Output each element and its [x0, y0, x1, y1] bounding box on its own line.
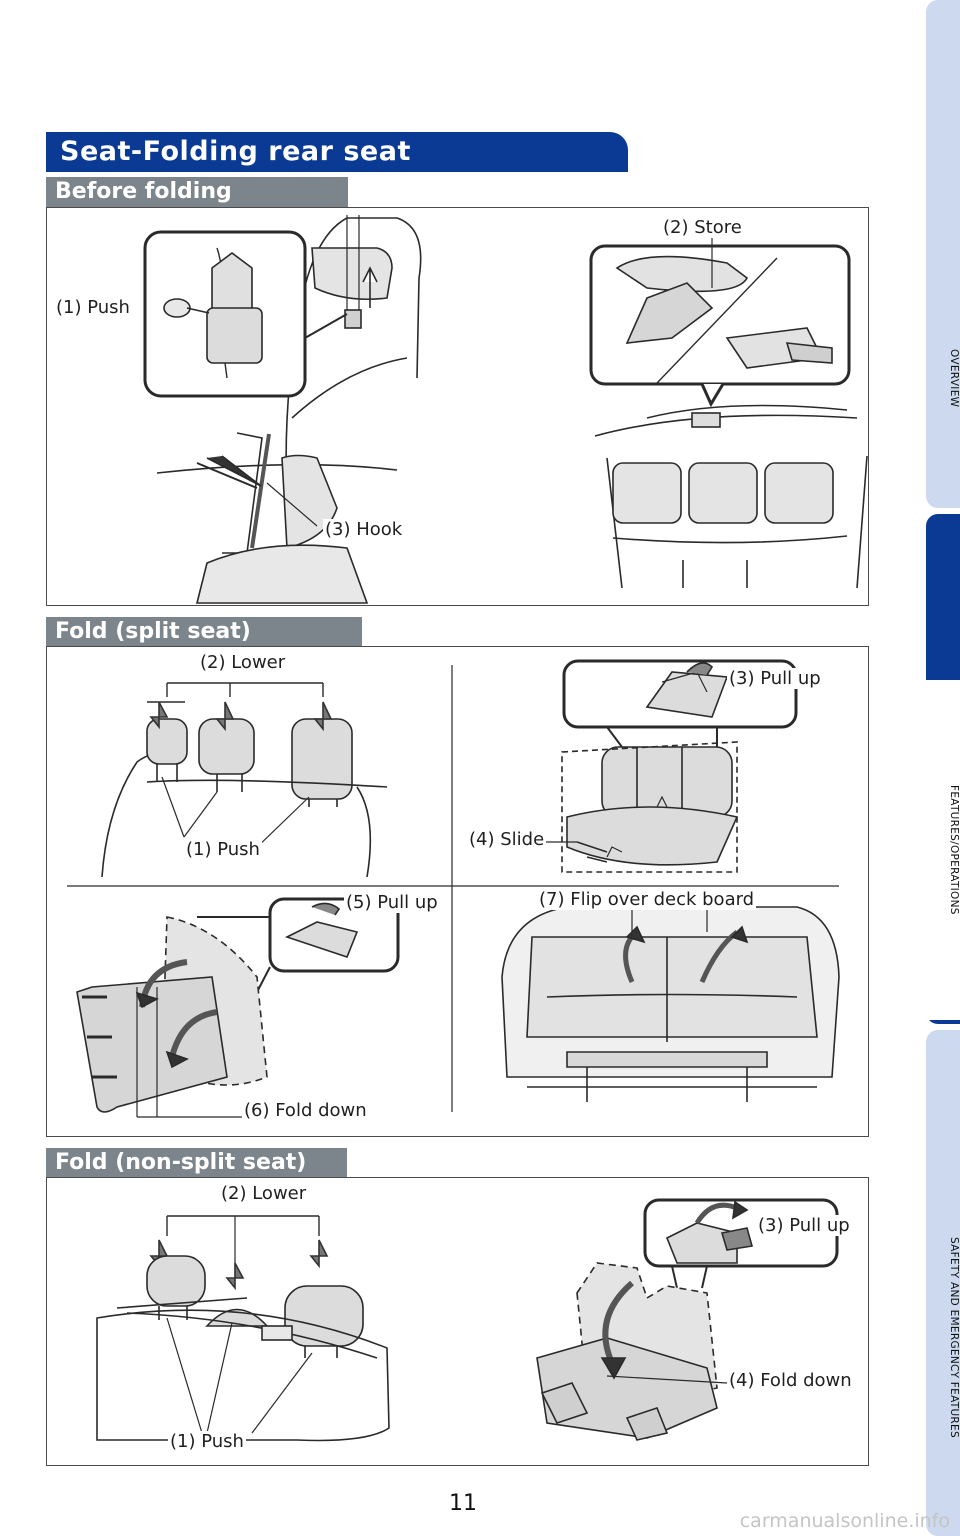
label-split-push: (1) Push — [184, 839, 262, 860]
page-number: 11 — [449, 1491, 477, 1516]
panel-before-folding: (1) Push (2) Store (3) Hook — [46, 207, 869, 606]
label-nonsplit-fold-down: (4) Fold down — [727, 1370, 854, 1391]
label-split-fold-down: (6) Fold down — [242, 1100, 369, 1121]
illustration-before-folding — [143, 215, 868, 604]
section-heading-before-folding: Before folding — [46, 177, 348, 207]
label-hook: (3) Hook — [323, 519, 405, 540]
title-rule — [46, 170, 628, 172]
panel-fold-nonsplit: (2) Lower (1) Push (3) Pull up (4) Fold … — [46, 1177, 869, 1466]
tab-overview-label: OVERVIEW — [948, 348, 960, 408]
label-store: (2) Store — [661, 217, 744, 238]
label-nonsplit-pull-up: (3) Pull up — [756, 1215, 852, 1236]
label-nonsplit-push: (1) Push — [168, 1431, 246, 1452]
section-heading-fold-split: Fold (split seat) — [46, 617, 362, 647]
label-split-flip: (7) Flip over deck board — [537, 889, 757, 910]
label-split-slide: (4) Slide — [467, 829, 547, 850]
label-push: (1) Push — [54, 297, 132, 318]
page-title: Seat-Folding rear seat — [46, 132, 628, 170]
illustration-fold-nonsplit — [96, 1198, 839, 1442]
tab-safety-emergency[interactable]: SAFETY AND EMERGENCY FEATURES — [926, 1030, 960, 1536]
section-heading-fold-nonsplit: Fold (non-split seat) — [46, 1148, 347, 1178]
tab-safety-emergency-label: SAFETY AND EMERGENCY FEATURES — [948, 1236, 960, 1438]
label-split-lower: (2) Lower — [198, 652, 288, 673]
label-split-pull-up-5: (5) Pull up — [344, 892, 440, 913]
tab-features-operations-label: FEATURES/OPERATIONS — [926, 680, 960, 1020]
label-split-pull-up-3: (3) Pull up — [727, 668, 823, 689]
watermark: carmanualsonline.info — [739, 1510, 950, 1532]
tab-features-operations[interactable]: FEATURES/OPERATIONS — [926, 514, 960, 1024]
tab-overview[interactable]: OVERVIEW — [926, 0, 960, 508]
panel-fold-split: (2) Lower (1) Push (3) Pull up (4) Slide… — [46, 646, 869, 1137]
sidebar-tabs: OVERVIEW FEATURES/OPERATIONS SAFETY AND … — [926, 0, 960, 1536]
illustration-fold-split — [67, 659, 840, 1118]
label-nonsplit-lower: (2) Lower — [219, 1183, 309, 1204]
